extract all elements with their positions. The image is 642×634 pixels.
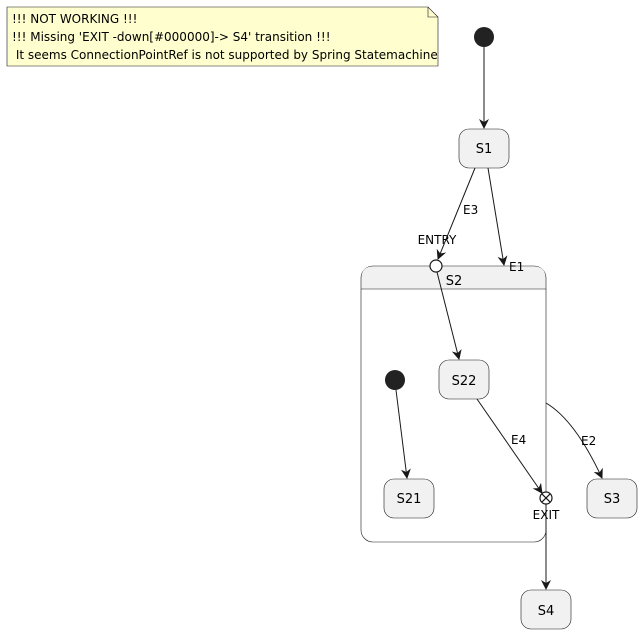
state-s3-label: S3 (604, 492, 621, 507)
transition-e1-label: E1 (509, 260, 524, 274)
transition-e3-label: E3 (463, 203, 478, 217)
state-s2-label: S2 (446, 274, 463, 289)
transition-entry-to-s22 (436, 271, 462, 360)
state-s22-box (438, 359, 490, 400)
entry-point-circle (429, 259, 443, 273)
state-s4-box (520, 589, 572, 630)
exit-point-cross-b (541, 493, 551, 503)
state-s2-header (361, 266, 546, 289)
transition-s1-to-entry (436, 167, 476, 260)
initial-state-top (474, 27, 494, 47)
state-s21-box (383, 478, 435, 519)
transition-e2-label: E2 (581, 434, 596, 448)
state-s1-label: S1 (476, 142, 493, 157)
transition-s2-to-s3 (545, 402, 603, 479)
state-s21: S21 (383, 478, 435, 519)
state-s22: S22 (438, 359, 490, 400)
state-s1: S1 (458, 128, 510, 169)
transition-inner-initial-to-s21 (395, 389, 411, 479)
note: !!! NOT WORKING !!! !!! Missing 'EXIT -d… (6, 6, 439, 67)
transition-e4-label: E4 (511, 433, 526, 447)
state-s22-label: S22 (452, 374, 477, 389)
state-s1-box (458, 128, 510, 169)
transition-s1-to-s2 (487, 167, 508, 266)
initial-state-inner (385, 370, 405, 390)
note-fold (427, 7, 438, 18)
entry-point: ENTRY (418, 233, 457, 273)
note-line-3: It seems ConnectionPointRef is not suppo… (12, 48, 438, 62)
note-box (6, 6, 439, 67)
note-line-1: !!! NOT WORKING !!! (12, 12, 137, 26)
state-s21-label: S21 (397, 492, 422, 507)
state-s3: S3 (586, 478, 638, 519)
state-s4-label: S4 (538, 604, 555, 619)
transition-s22-to-exit (476, 398, 543, 494)
state-s3-box (586, 478, 638, 519)
note-line-2: !!! Missing 'EXIT -down[#000000]-> S4' t… (12, 30, 331, 44)
state-s4: S4 (520, 589, 572, 630)
entry-point-label: ENTRY (418, 233, 457, 247)
